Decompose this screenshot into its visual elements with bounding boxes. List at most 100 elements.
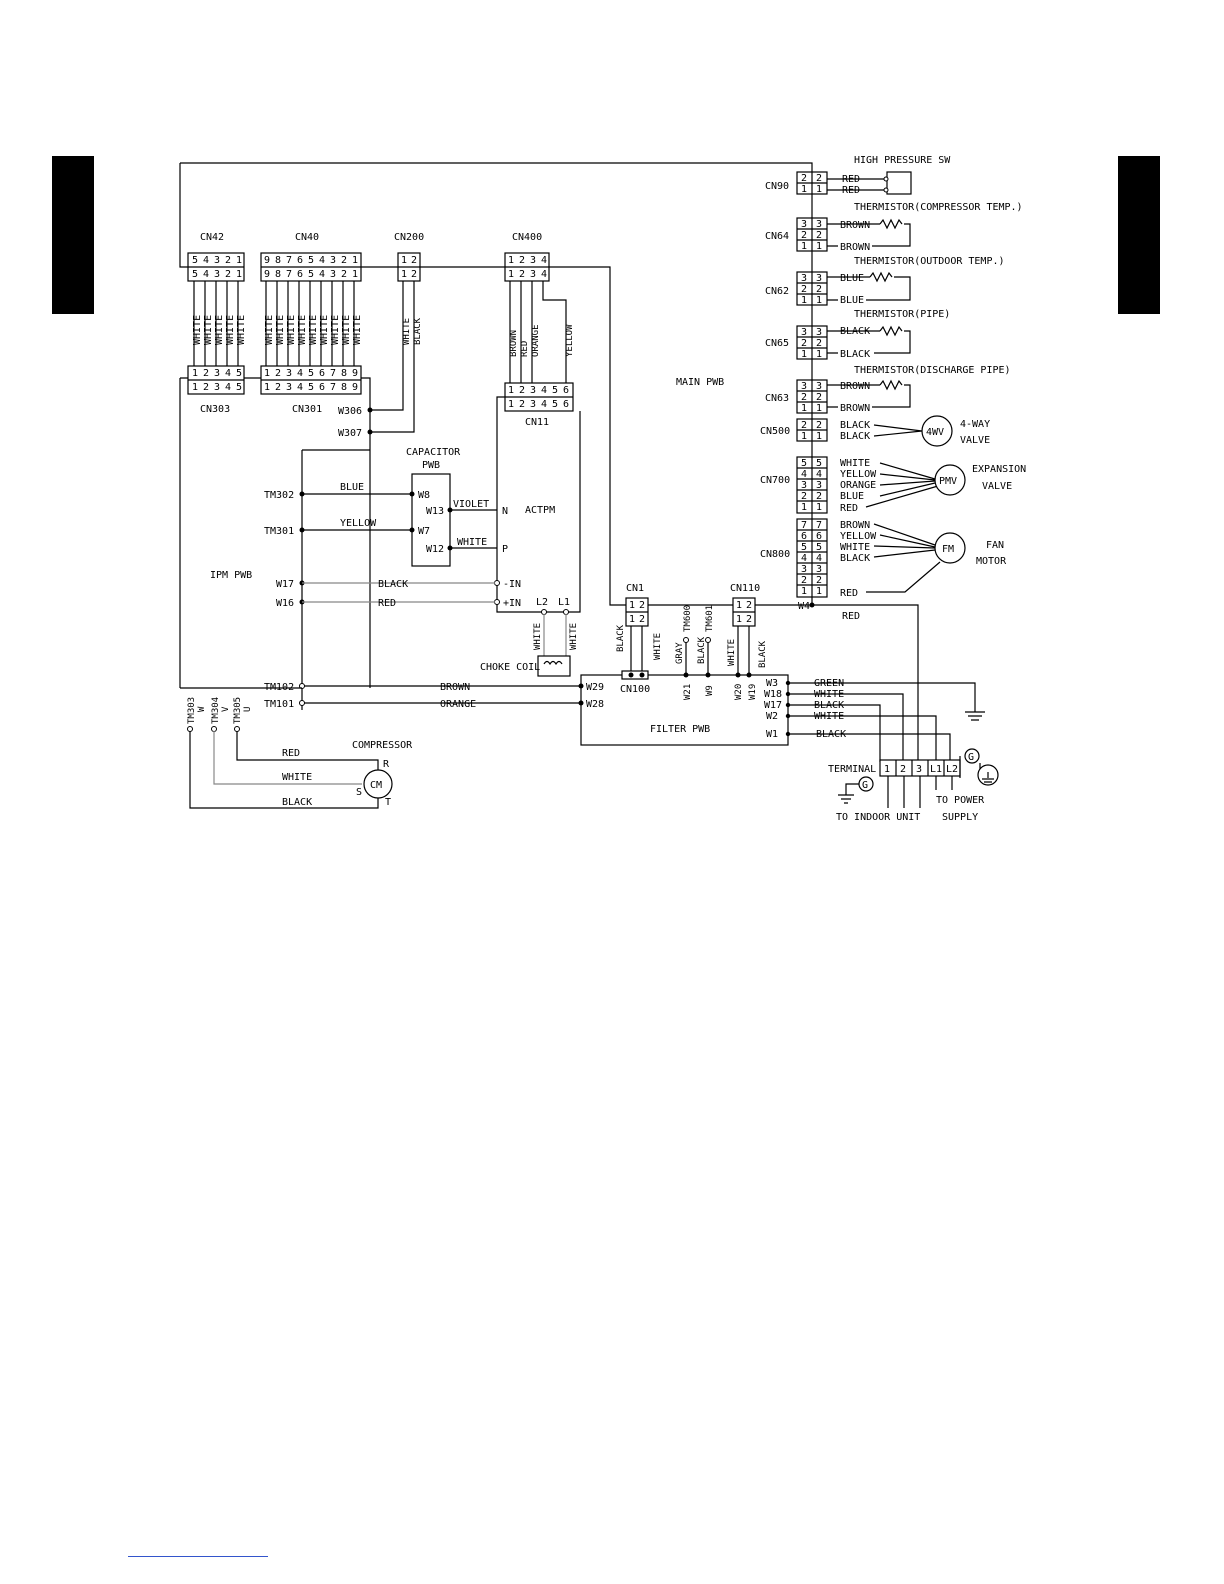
svg-text:3: 3 [530, 269, 536, 280]
svg-text:BLACK: BLACK [413, 317, 423, 345]
svg-text:SUPPLY: SUPPLY [942, 812, 978, 823]
svg-text:WHITE: WHITE [840, 458, 870, 469]
svg-text:3: 3 [801, 327, 807, 338]
svg-text:3: 3 [916, 764, 922, 775]
w306-label: W306 [338, 406, 362, 417]
svg-text:RED: RED [378, 598, 396, 609]
svg-text:2: 2 [816, 338, 822, 349]
footer-link-underline[interactable] [128, 1556, 268, 1557]
svg-text:2: 2 [275, 382, 281, 393]
svg-text:BLACK: BLACK [840, 431, 870, 442]
svg-text:8: 8 [341, 382, 347, 393]
svg-text:G: G [968, 752, 974, 763]
svg-text:1: 1 [508, 385, 514, 396]
svg-text:P: P [502, 544, 508, 555]
svg-text:RED: RED [840, 503, 858, 514]
svg-text:2: 2 [816, 575, 822, 586]
svg-text:BLACK: BLACK [840, 420, 870, 431]
svg-text:BLACK: BLACK [697, 636, 707, 664]
svg-text:WHITE: WHITE [533, 623, 543, 650]
svg-text:PWB: PWB [422, 460, 440, 471]
svg-text:3: 3 [530, 385, 536, 396]
svg-text:4: 4 [203, 269, 209, 280]
svg-text:4: 4 [801, 553, 807, 564]
svg-text:1: 1 [736, 614, 742, 625]
ground-symbol-power [964, 748, 980, 764]
choke-coil-label: CHOKE COIL [480, 662, 540, 673]
svg-text:2: 2 [639, 614, 645, 625]
main-pwb-left-edge [179, 163, 192, 268]
svg-text:2: 2 [519, 385, 525, 396]
svg-text:3: 3 [214, 269, 220, 280]
svg-text:W28: W28 [586, 699, 604, 710]
svg-text:WHITE: WHITE [264, 315, 275, 345]
wire-compressor-red [236, 731, 379, 770]
svg-text:BLACK: BLACK [282, 797, 312, 808]
svg-text:THERMISTOR(COMPRESSOR TEMP.): THERMISTOR(COMPRESSOR TEMP.) [854, 202, 1023, 213]
svg-text:WHITE: WHITE [569, 623, 579, 650]
svg-text:5: 5 [816, 458, 822, 469]
svg-text:5: 5 [236, 382, 242, 393]
svg-text:BROWN: BROWN [840, 381, 870, 392]
svg-text:TO INDOOR UNIT: TO INDOOR UNIT [836, 812, 920, 823]
svg-text:YELLOW: YELLOW [840, 531, 877, 542]
svg-text:CN63: CN63 [765, 393, 789, 404]
svg-text:5: 5 [236, 368, 242, 379]
svg-text:U: U [243, 707, 253, 712]
svg-text:1: 1 [801, 502, 807, 513]
svg-text:BLACK: BLACK [378, 579, 408, 590]
cn40-harness [265, 281, 355, 366]
svg-text:ORANGE: ORANGE [531, 324, 541, 357]
svg-text:9: 9 [264, 255, 270, 266]
svg-text:7: 7 [330, 368, 336, 379]
svg-text:1: 1 [264, 382, 270, 393]
svg-text:BROWN: BROWN [840, 520, 870, 531]
svg-text:2: 2 [411, 269, 417, 280]
svg-text:2: 2 [816, 173, 822, 184]
svg-text:1: 1 [192, 382, 198, 393]
cn400-label: CN400 [512, 232, 542, 243]
svg-text:CN110: CN110 [730, 583, 760, 594]
svg-text:TM601: TM601 [705, 605, 715, 632]
svg-text:WHITE: WHITE [282, 772, 312, 783]
svg-text:BLUE: BLUE [340, 482, 364, 493]
ipm-pwb-label: IPM PWB [210, 570, 252, 581]
svg-text:RED: RED [520, 341, 530, 357]
svg-text:BLUE: BLUE [840, 273, 864, 284]
svg-text:BLACK: BLACK [840, 553, 870, 564]
svg-text:WHITE: WHITE [330, 315, 341, 345]
svg-text:G: G [862, 780, 868, 791]
svg-text:CN90: CN90 [765, 181, 789, 192]
svg-text:2: 2 [801, 173, 807, 184]
svg-text:8: 8 [275, 255, 281, 266]
svg-text:WHITE: WHITE [319, 315, 330, 345]
svg-text:4: 4 [541, 255, 547, 266]
svg-text:2: 2 [816, 491, 822, 502]
svg-text:5: 5 [308, 382, 314, 393]
svg-text:5: 5 [801, 458, 807, 469]
svg-text:L2: L2 [536, 597, 548, 608]
svg-text:BROWN: BROWN [509, 330, 519, 357]
svg-text:TM302: TM302 [264, 490, 294, 501]
wire-green-ground [790, 682, 976, 712]
filter-pwb-label: FILTER PWB [650, 724, 710, 735]
svg-text:CN1: CN1 [626, 583, 644, 594]
svg-text:4WV: 4WV [926, 427, 944, 438]
four-way-valve-symbol [921, 415, 953, 447]
capacitor-pwb-label: CAPACITOR [406, 447, 461, 458]
svg-text:9: 9 [352, 382, 358, 393]
svg-text:WHITE: WHITE [840, 542, 870, 553]
choke-coil-box [537, 655, 571, 677]
svg-text:3: 3 [816, 381, 822, 392]
svg-text:CN100: CN100 [620, 684, 650, 695]
svg-text:WHITE: WHITE [308, 315, 319, 345]
cn40-harness-labels: WHITE WHITE WHITE WHITE WHITE WHITE WHIT… [264, 315, 363, 345]
svg-text:2: 2 [225, 255, 231, 266]
svg-text:WHITE: WHITE [275, 315, 286, 345]
svg-text:4: 4 [816, 553, 822, 564]
cn301-label: CN301 [292, 404, 322, 415]
svg-text:L1: L1 [930, 764, 942, 775]
